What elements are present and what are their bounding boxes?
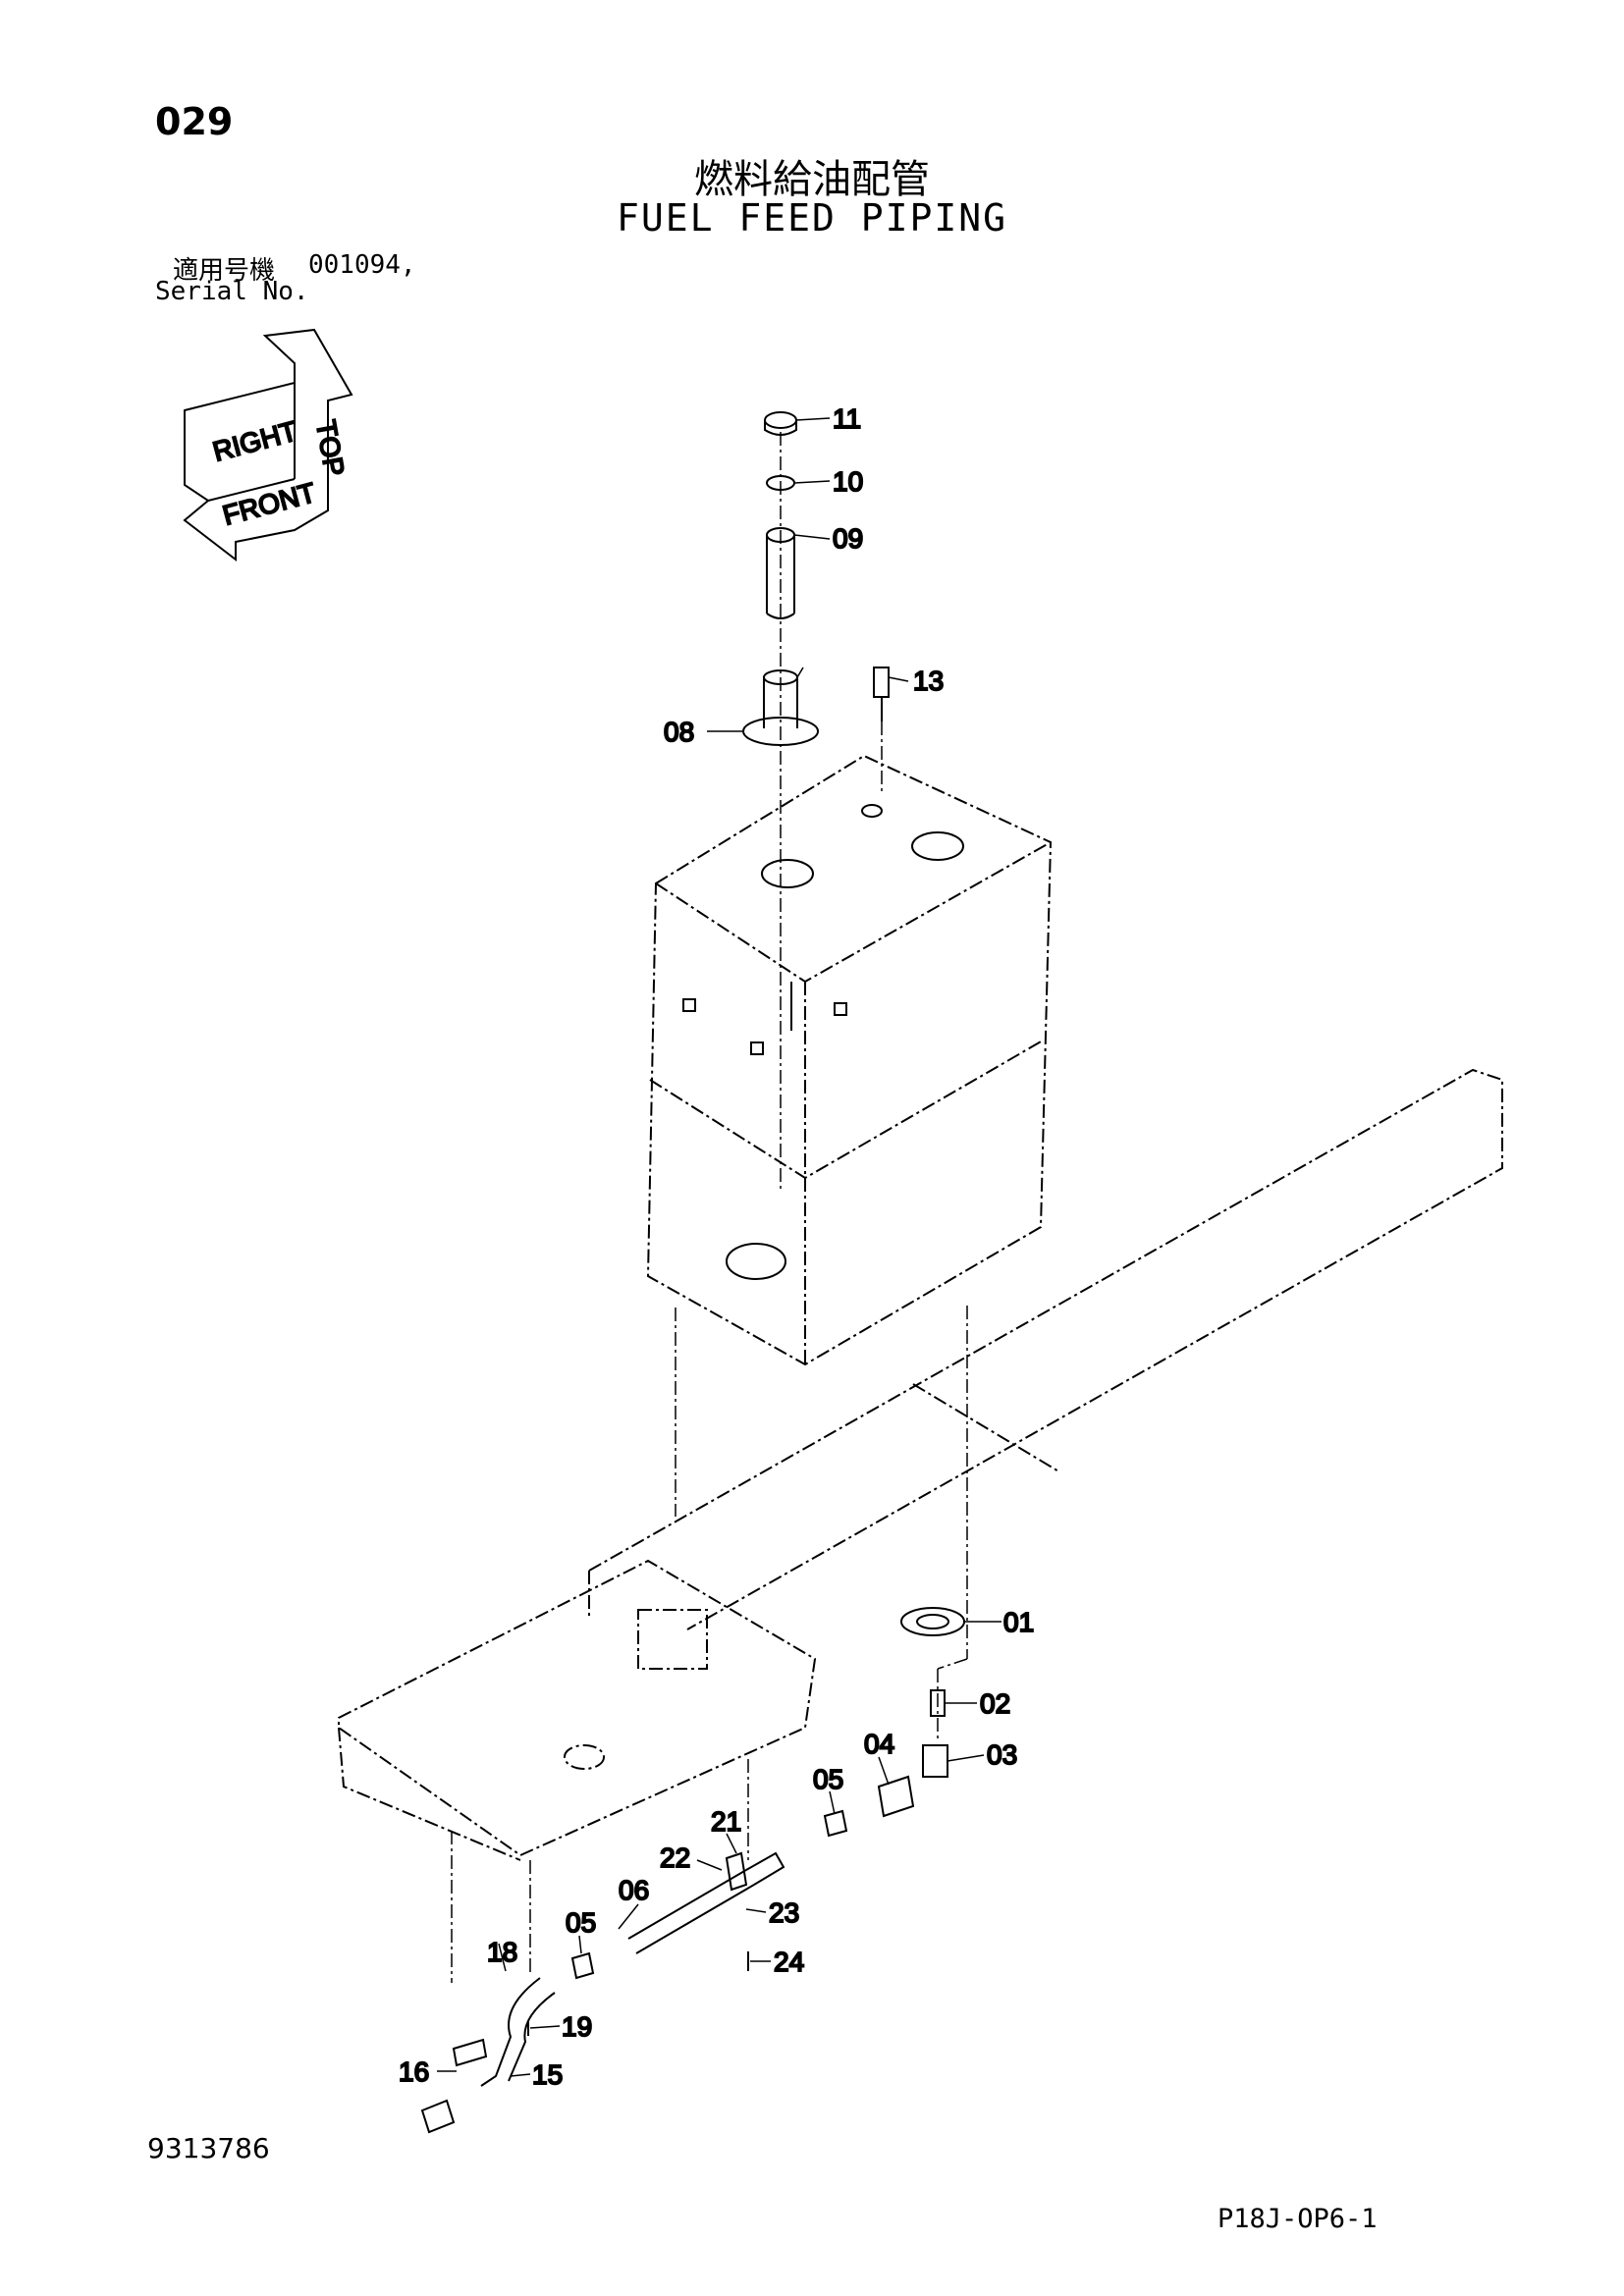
serial-value: 001094,: [308, 250, 416, 280]
orientation-indicator: TOP RIGHT FRONT: [183, 328, 353, 562]
elbow-part-03: [922, 1744, 948, 1778]
serial-label-english: Serial No.: [155, 277, 309, 306]
filler-cap-part-11: [764, 411, 797, 436]
callout-06: 06: [619, 1875, 649, 1905]
callout-leaders: [437, 417, 1001, 2077]
callout-13: 13: [913, 666, 944, 696]
callout-01: 01: [1003, 1607, 1034, 1637]
title-japanese: 燃料給油配管: [694, 157, 930, 202]
callout-21: 21: [711, 1806, 741, 1837]
callout-02: 02: [980, 1688, 1010, 1719]
hose-part-06: [627, 1851, 785, 1954]
callout-05-lower: 05: [566, 1907, 596, 1938]
page-code: P18J-OP6-1: [1218, 2204, 1378, 2234]
drawing-number: 9313786: [147, 2132, 270, 2164]
page-number: 029: [155, 100, 234, 143]
orientation-right-label: RIGHT: [210, 415, 300, 466]
callout-05-upper: 05: [813, 1764, 843, 1794]
callout-04: 04: [864, 1729, 894, 1759]
callout-08: 08: [664, 717, 694, 747]
callout-03: 03: [987, 1739, 1017, 1770]
nipple-part-05-lower: [570, 1951, 595, 1980]
fuel-tank: [646, 754, 1053, 1366]
callout-22: 22: [660, 1842, 690, 1873]
bracket-part-16: [452, 2038, 488, 2067]
serial-label-japanese: 適用号機: [173, 256, 276, 286]
sensor-part-13: [873, 667, 890, 721]
fitting-bottom: [420, 2099, 456, 2134]
orientation-top-label: TOP: [310, 418, 350, 479]
callout-24: 24: [774, 1947, 804, 1977]
callout-11: 11: [833, 403, 861, 434]
frame-rail: [588, 1068, 1503, 1630]
drain-flange-part-01: [900, 1607, 965, 1636]
callout-09: 09: [833, 523, 863, 554]
callout-18: 18: [487, 1937, 517, 1967]
callout-15: 15: [532, 2059, 563, 2090]
assembly-centerlines: [451, 432, 968, 1983]
pipe-part-15: [480, 1977, 556, 2087]
adapter-part-02: [930, 1689, 946, 1717]
callout-19: 19: [562, 2011, 592, 2042]
lower-frame: [338, 1559, 817, 1861]
nipple-part-05-upper: [823, 1809, 848, 1838]
title-english: FUEL FEED PIPING: [616, 196, 1008, 240]
callout-16: 16: [399, 2056, 429, 2087]
callout-23: 23: [769, 1897, 799, 1928]
callout-10: 10: [833, 466, 863, 497]
clamp-part-21: [725, 1851, 748, 1892]
valve-part-04: [877, 1775, 915, 1818]
